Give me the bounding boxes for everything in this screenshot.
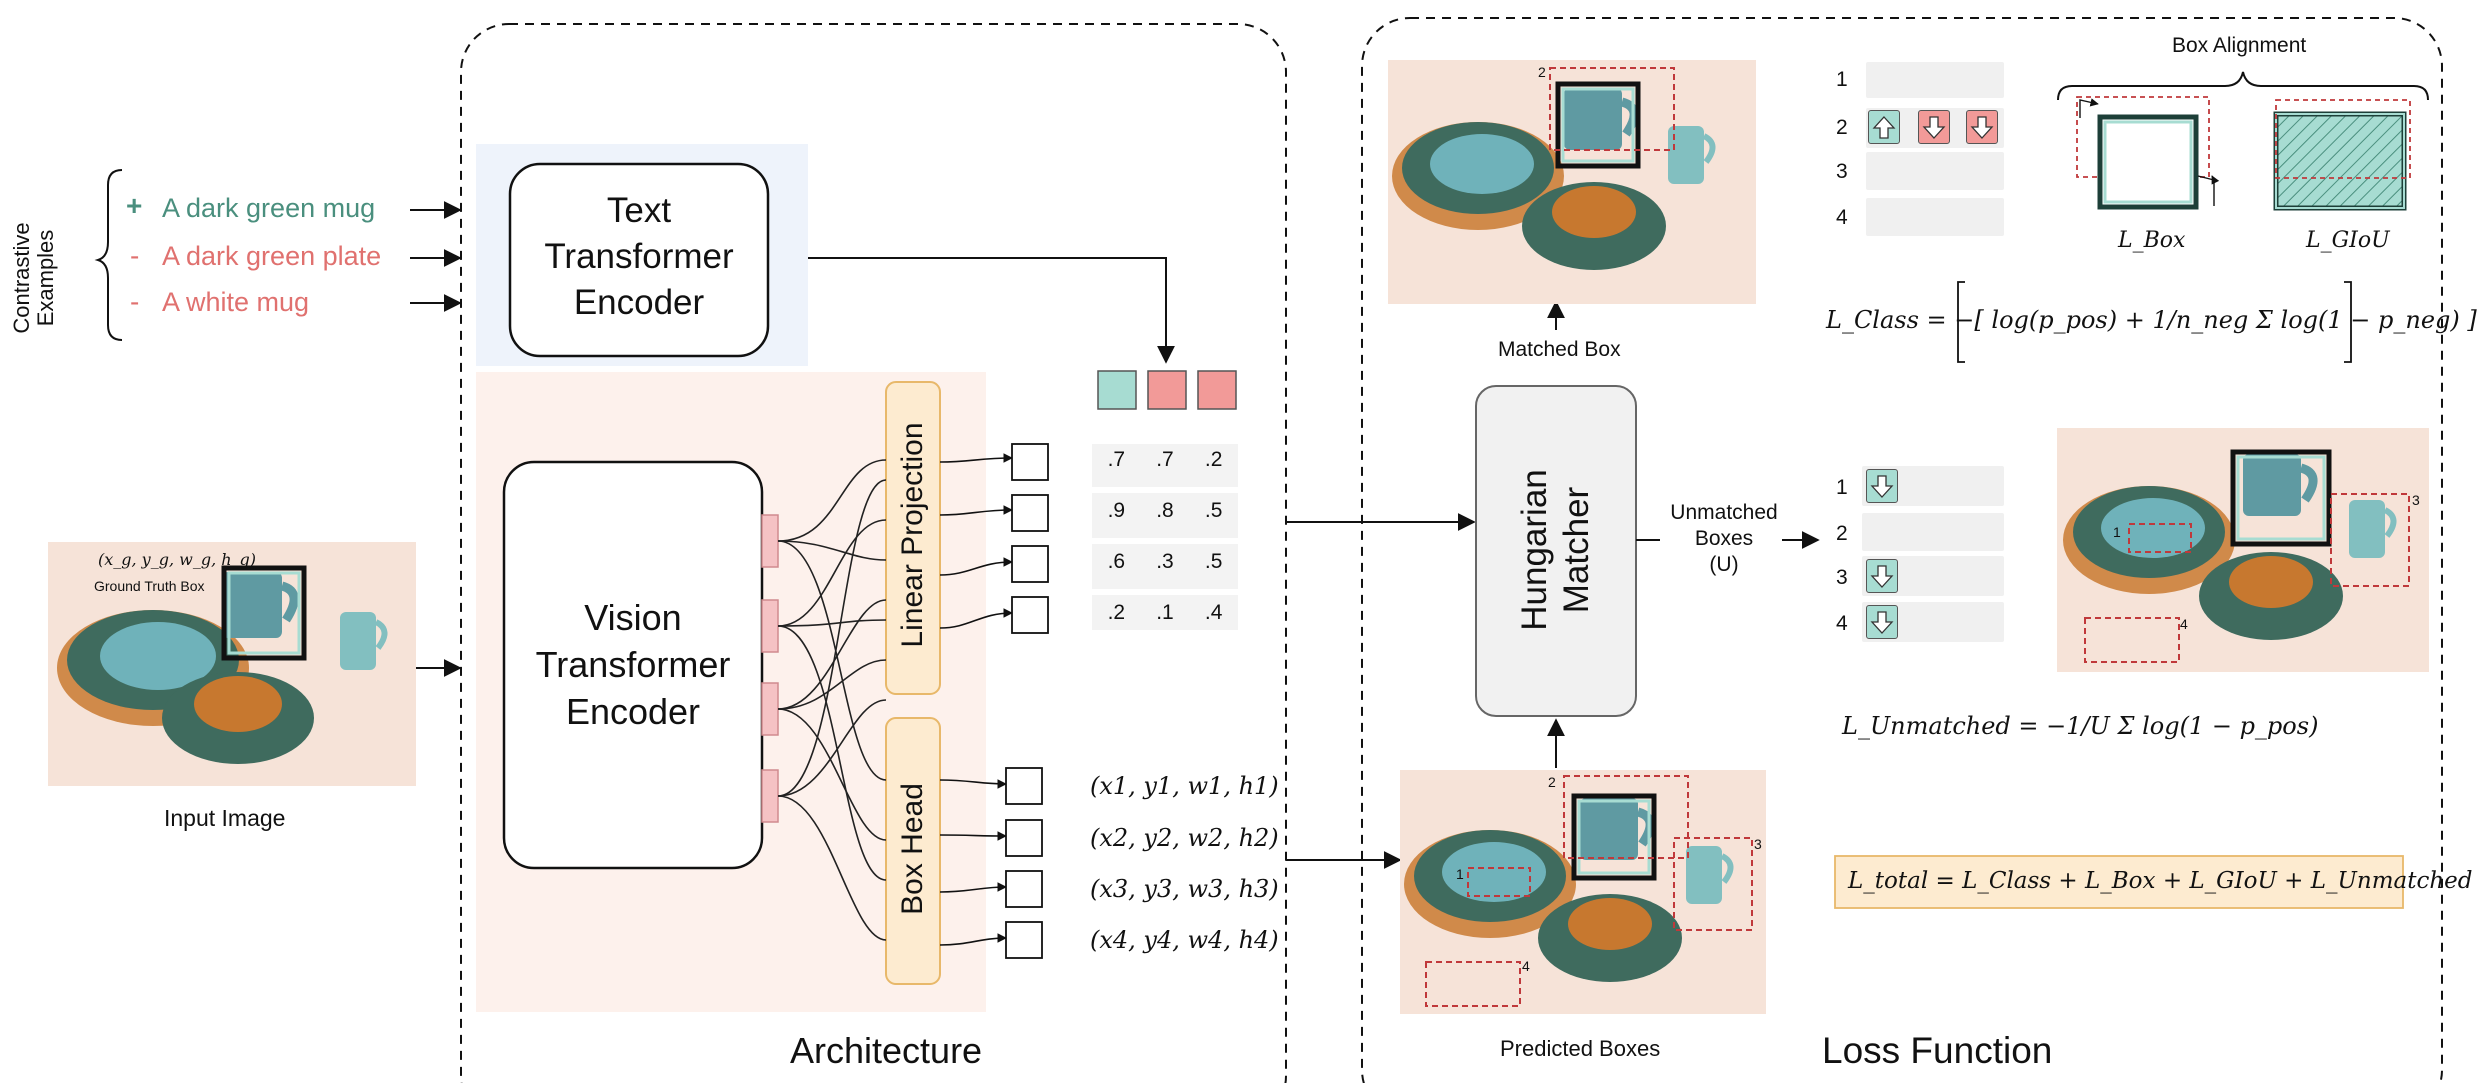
query-square-positive (1097, 370, 1137, 410)
predicted-boxes-image (1400, 770, 1766, 1014)
l-giou-illustration (2273, 99, 2411, 211)
score-cell: .8 (1156, 499, 1174, 522)
down-arrow-icon (1866, 469, 1898, 503)
down-arrow-icon (1966, 110, 1998, 144)
score-cell: .5 (1204, 499, 1223, 522)
box-alignment-brace (2057, 71, 2429, 101)
contrastive-text-3: A white mug (162, 287, 310, 317)
predicted-boxes-label: Predicted Boxes (1500, 1036, 1661, 1061)
predicted-photo-number-1: 1 (1456, 866, 1464, 882)
query-square-negative-1 (1147, 370, 1187, 410)
contrastive-sign-3: - (130, 286, 140, 317)
box-output-1: (x1, y1, w1, h1) (1090, 772, 1279, 800)
head-to-output-arrows (939, 453, 1013, 946)
text-encoder-label: Text Transformer Encoder (544, 191, 734, 322)
input-image (48, 542, 416, 786)
architecture-label: Architecture (790, 1030, 983, 1071)
l-total-formula: L_total = L_Class + L_Box + L_GIoU + L_U… (1848, 868, 2473, 894)
score-cell: .6 (1107, 550, 1126, 573)
input-image-caption: Input Image (164, 805, 286, 831)
score-cell: .7 (1107, 448, 1126, 471)
l-giou-label: L_GIoU (2306, 228, 2390, 253)
linear-projection-label: Linear Projection (896, 422, 929, 648)
loss-section (1361, 17, 2443, 1083)
up-arrow-icon (1868, 110, 1900, 144)
score-cell: .7 (1156, 448, 1174, 471)
predicted-photo-number-2: 2 (1548, 774, 1556, 790)
score-row-lines (1092, 487, 1238, 595)
l-class-bracket-left (1957, 281, 1965, 363)
architecture-section (460, 23, 1287, 1083)
unmatched-label: Unmatched Boxes (U) (1670, 501, 1778, 576)
class-row-number: 3 (1836, 160, 1848, 183)
output-squares (1005, 443, 1049, 959)
score-cell: .2 (1107, 601, 1126, 624)
l-unmatched-formula: L_Unmatched = −1/U Σ log(1 − p_pos) (1842, 712, 2319, 740)
l-class-formula: L_Class = −[ log(p_pos) + 1/n_neg Σ log(… (1826, 306, 2477, 334)
box-head-label: Box Head (896, 783, 929, 915)
hungarian-matcher-label: Hungarian Matcher (1515, 469, 1596, 631)
contrastive-sign-1: + (126, 190, 143, 221)
contrastive-sign-2: - (130, 240, 140, 271)
score-table-bg (1092, 444, 1238, 630)
unmatched-row-number: 2 (1836, 522, 1848, 545)
box-output-4: (x4, y4, w4, h4) (1090, 926, 1279, 954)
matched-photo-number-2: 2 (1538, 64, 1546, 80)
down-arrow-icon (1866, 559, 1898, 593)
box-alignment-title: Box Alignment (2172, 34, 2307, 57)
score-cell: .1 (1156, 601, 1174, 624)
loss-function-label: Loss Function (1822, 1030, 2053, 1071)
unmatched-photo-number-1: 1 (2113, 524, 2121, 540)
l-class-bracket-right (2344, 281, 2352, 363)
score-cell: .3 (1156, 550, 1174, 573)
class-row-number: 2 (1836, 116, 1848, 139)
predicted-photo-number-4: 4 (1522, 958, 1530, 974)
text-encoder-box (508, 162, 770, 358)
vision-encoder-box (502, 460, 764, 870)
l-box-illustration (2076, 96, 2220, 210)
class-row-bar (1866, 152, 2004, 190)
contrastive-bracket (94, 169, 123, 341)
predicted-photo-number-3: 3 (1754, 836, 1762, 852)
l-box-label: L_Box (2118, 228, 2186, 253)
unmatched-photo-number-3: 3 (2412, 492, 2420, 508)
class-row-bar (1866, 198, 2004, 236)
unmatched-boxes-image (2057, 428, 2429, 672)
score-cell: .4 (1204, 601, 1223, 624)
box-output-2: (x2, y2, w2, h2) (1090, 824, 1279, 852)
vision-tokens (761, 514, 779, 823)
unmatched-row-number: 3 (1836, 566, 1848, 589)
matched-box-image (1388, 60, 1756, 304)
unmatched-row-bar (1862, 513, 2004, 551)
l-total-box (1834, 855, 2404, 909)
score-cell: .5 (1204, 550, 1223, 573)
query-square-negative-2 (1197, 370, 1237, 410)
box-head-box (885, 717, 941, 985)
matched-box-label: Matched Box (1498, 338, 1621, 361)
unmatched-row-number: 4 (1836, 612, 1848, 635)
unmatched-photo-number-4: 4 (2180, 616, 2188, 632)
contrastive-text-2: A dark green plate (162, 241, 382, 271)
class-row-number: 4 (1836, 206, 1848, 229)
class-row-number: 1 (1836, 68, 1848, 91)
token-connections (777, 459, 887, 941)
class-row-bar (1866, 62, 2004, 98)
contrastive-title: Contrastive Examples (9, 222, 58, 334)
contrastive-text-1: A dark green mug (162, 193, 376, 223)
score-cell: .2 (1204, 448, 1223, 471)
gt-formula: (x_g, y_g, w_g, h_g) (98, 550, 257, 569)
down-arrow-icon (1918, 110, 1950, 144)
linear-projection-box (885, 381, 941, 695)
contrastive-arrows (410, 201, 462, 677)
unmatched-row-number: 1 (1836, 476, 1848, 499)
text-to-query-arrow (808, 257, 1175, 364)
box-output-3: (x3, y3, w3, h3) (1090, 875, 1279, 903)
hungarian-matcher-box (1475, 385, 1637, 717)
score-cell: .9 (1107, 499, 1126, 522)
down-arrow-icon (1866, 605, 1898, 639)
vision-encoder-label: Vision Transformer Encoder (535, 597, 731, 732)
gt-label: Ground Truth Box (94, 578, 205, 594)
